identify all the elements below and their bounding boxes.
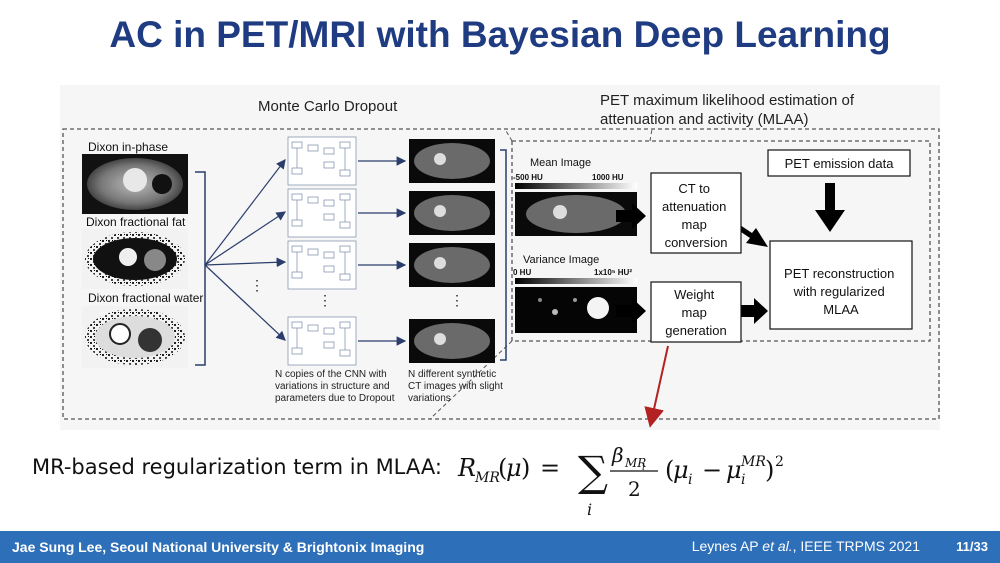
page-number: 11/33 xyxy=(956,539,988,554)
cnn-caption-1: N copies of the CNN with xyxy=(275,369,387,380)
ct-caption-3: variations xyxy=(408,393,451,404)
footer-author: Jae Sung Lee, Seoul National University … xyxy=(12,539,425,555)
svg-text:β: β xyxy=(611,443,624,467)
variance-min-label: 0 HU xyxy=(513,268,531,277)
mlaa-label-line1: PET maximum likelihood estimation of xyxy=(600,92,855,109)
dixon-inphase-image xyxy=(82,154,188,214)
footer-reference: Leynes AP et al., IEEE TRPMS 2021 xyxy=(692,538,920,554)
pet-emission-box xyxy=(767,149,911,177)
svg-text:⋮: ⋮ xyxy=(250,277,264,293)
ct-box-line2: attenuation xyxy=(662,199,726,214)
fat-arrows xyxy=(616,183,845,324)
weight-map-box xyxy=(650,281,742,343)
svg-text:i: i xyxy=(688,472,692,488)
svg-text:μ: μ xyxy=(506,454,522,482)
cnn-copy xyxy=(287,188,357,238)
ct-image xyxy=(409,319,495,363)
ct-to-attenuation-box xyxy=(650,172,742,254)
svg-text:): ) xyxy=(765,456,774,484)
recon-line3: MLAA xyxy=(823,302,859,317)
svg-text:N different synthetic CT i: N different synthetic CT images with sli… xyxy=(408,369,506,404)
input-label-fat: Dixon fractional fat xyxy=(86,215,186,229)
svg-text:2: 2 xyxy=(628,477,641,501)
recon-line1: PET reconstruction xyxy=(784,266,894,281)
variance-max-label: 1x10⁵ HU² xyxy=(594,268,632,277)
cnn-caption-3: parameters due to Dropout xyxy=(275,393,395,404)
svg-text:N copies of the CNN with v: N copies of the CNN with variations in s… xyxy=(275,369,395,404)
cnn-copies xyxy=(287,136,357,366)
svg-text:MR: MR xyxy=(624,456,646,470)
svg-text:∑: ∑ xyxy=(578,447,608,496)
formula-label: MR-based regularization term in MLAA: xyxy=(32,455,442,479)
ref-journal: , IEEE TRPMS 2021 xyxy=(792,538,920,554)
weight-box-line3: generation xyxy=(665,323,726,338)
mean-max-label: 1000 HU xyxy=(592,173,624,182)
svg-text:⋮: ⋮ xyxy=(450,292,464,308)
mc-dropout-label: Monte Carlo Dropout xyxy=(258,98,398,115)
svg-text:μ: μ xyxy=(726,456,742,484)
input-label-water: Dixon fractional water xyxy=(88,291,203,305)
dixon-water-image xyxy=(82,306,188,368)
ct-image xyxy=(409,191,495,235)
svg-text:R: R xyxy=(457,454,476,482)
svg-text:2: 2 xyxy=(775,454,784,470)
svg-text:⋮: ⋮ xyxy=(318,292,332,308)
pet-reconstruction-box xyxy=(769,240,913,330)
mean-min-label: -500 HU xyxy=(513,173,543,182)
cnn-copy xyxy=(287,316,357,366)
variance-image xyxy=(515,287,637,333)
ct-box-line4: conversion xyxy=(665,235,728,250)
footer-bar: Jae Sung Lee, Seoul National University … xyxy=(0,531,1000,563)
svg-text:=: = xyxy=(540,454,560,482)
mlaa-label-line2: attenuation and activity (MLAA) xyxy=(600,111,808,128)
svg-text:i: i xyxy=(741,472,745,488)
cnn-copy xyxy=(287,136,357,186)
cnn-caption-2: variations in structure and xyxy=(275,381,390,392)
ct-bracket xyxy=(500,149,507,361)
ct-caption-1: N different synthetic xyxy=(408,369,496,380)
variance-image-label: Variance Image xyxy=(523,254,599,266)
ct-image xyxy=(409,243,495,287)
ref-authors: Leynes AP xyxy=(691,538,763,554)
svg-text:μ: μ xyxy=(673,456,689,484)
svg-text:Weight map generation: Weight map generation xyxy=(665,287,726,338)
variance-colorbar xyxy=(515,278,637,284)
recon-line2: with regularized xyxy=(793,284,885,299)
ct-caption-2: CT images with slight xyxy=(408,381,503,392)
slide-title: AC in PET/MRI with Bayesian Deep Learnin… xyxy=(109,14,891,55)
weight-box-line1: Weight xyxy=(674,287,715,302)
svg-text:PET reconstruction with re: PET reconstruction with regularized MLAA xyxy=(784,266,898,317)
ref-etal: et al. xyxy=(762,538,793,554)
red-arrow xyxy=(644,345,669,428)
weight-box-line2: map xyxy=(682,305,707,320)
svg-text:(: ( xyxy=(498,454,507,482)
cnn-copy xyxy=(287,240,357,290)
input-label-inphase: Dixon in-phase xyxy=(88,140,168,154)
svg-text:i: i xyxy=(642,463,645,473)
svg-text:−: − xyxy=(702,456,722,484)
svg-text:CT to attenuation map: CT to attenuation map conversion xyxy=(662,181,730,250)
synthetic-ct-images xyxy=(409,139,495,363)
ct-box-line1: CT to xyxy=(678,181,710,196)
pet-emission-label: PET emission data xyxy=(785,156,895,171)
svg-text:(: ( xyxy=(665,456,674,484)
svg-text:i: i xyxy=(587,500,592,519)
svg-text:): ) xyxy=(521,454,530,482)
mean-image-label: Mean Image xyxy=(530,157,591,169)
input-bracket xyxy=(195,171,206,366)
ct-image xyxy=(409,139,495,183)
outer-dashed-box xyxy=(62,128,940,420)
mean-colorbar xyxy=(515,183,637,189)
pipeline-diagram: Monte Carlo Dropout PET maximum likeliho… xyxy=(62,92,940,428)
dixon-fat-image xyxy=(82,229,188,289)
ct-box-line3: map xyxy=(682,217,707,232)
svg-text:MR: MR xyxy=(740,454,766,470)
svg-text:MR: MR xyxy=(474,470,500,486)
